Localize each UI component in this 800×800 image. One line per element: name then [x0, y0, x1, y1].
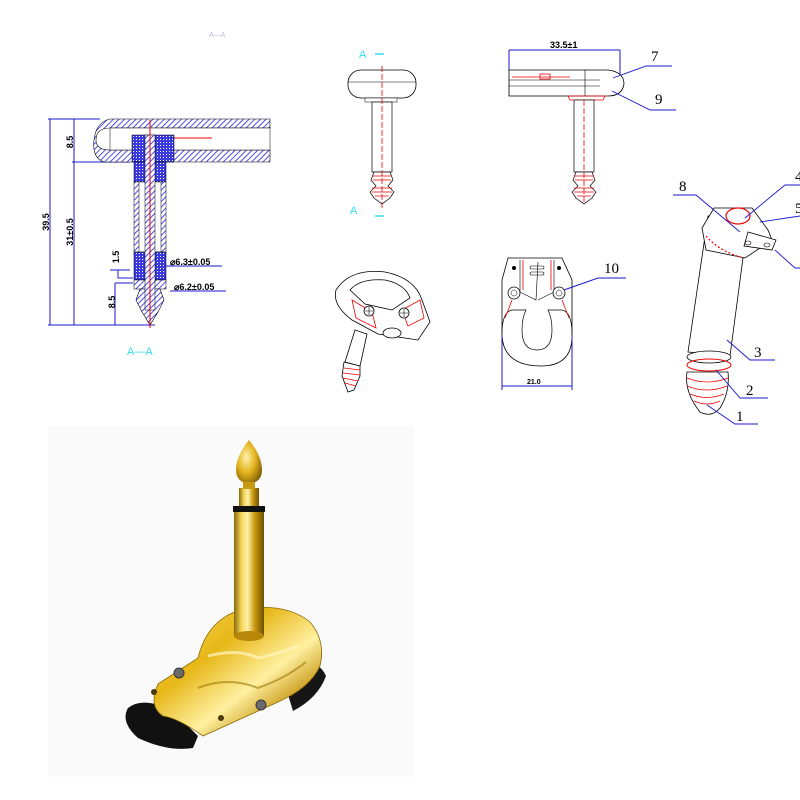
- dim-overall-height: 39.5: [41, 213, 51, 231]
- section-dimension-lines: [48, 118, 226, 326]
- plug-ring: [239, 488, 259, 506]
- exploded-tab-part-6: [743, 231, 777, 251]
- side-housing: [508, 69, 625, 97]
- callout-3: 3: [754, 345, 762, 361]
- plug-shaft: [234, 520, 264, 636]
- isometric-bottom-view: [334, 271, 431, 393]
- dim-bottom-width: 21.0: [527, 379, 541, 386]
- dim-shaft-length: 31±0.5: [65, 218, 75, 245]
- product-photo: [48, 426, 414, 777]
- section-label: A—A: [127, 346, 153, 358]
- callout-5: 5: [795, 201, 800, 217]
- screw-top-left: [173, 667, 185, 679]
- section-marker-top: A: [359, 49, 367, 61]
- exploded-leader-lines: [673, 184, 800, 425]
- plug-black-base: [125, 702, 198, 749]
- callout-8: 8: [679, 179, 687, 195]
- dim-side-width: 33.5±1: [550, 40, 577, 50]
- callout-9: 9: [655, 92, 663, 108]
- dim-sleeve-gap: 1.5: [111, 251, 121, 264]
- screw-right: [552, 286, 566, 300]
- plug-tip: [236, 440, 262, 484]
- callout-7: 7: [651, 49, 659, 65]
- callout-10: 10: [604, 261, 619, 277]
- dim-diameter-sleeve: ⌀6.3±0.05: [170, 257, 210, 267]
- screw-bottom-right: [255, 699, 267, 711]
- front-view: A A: [347, 49, 417, 217]
- side-view: 33.5±1 7 9: [508, 40, 676, 205]
- iso-tip: [341, 361, 361, 393]
- exploded-tip-part-1: [686, 371, 729, 415]
- exploded-isometric-view: 8 4 5 6 3 2 1: [673, 169, 800, 425]
- header-fragment: A—A: [209, 32, 226, 39]
- callout-2: 2: [746, 383, 754, 399]
- plug-insulator-ring: [233, 506, 265, 512]
- rivet-left: [151, 689, 157, 695]
- section-marker-bottom: A: [350, 205, 358, 217]
- iso-shaft: [344, 329, 368, 367]
- gold-jack-plug-image: [125, 440, 326, 749]
- section-view-a-a: 39.5 8.5 31±0.5 1.5 8.5 ⌀6.3±0.05 ⌀6.2±0…: [41, 118, 271, 358]
- dim-tip-length: 8.5: [107, 296, 117, 309]
- front-shaft: [371, 101, 393, 173]
- callout-1: 1: [736, 409, 744, 425]
- exploded-cap-part-4: [725, 207, 751, 225]
- rivet-bottom: [218, 715, 224, 721]
- dim-diameter-ring: ⌀6.2±0.05: [174, 282, 214, 292]
- screw-left: [507, 286, 521, 300]
- callout-4: 4: [795, 169, 800, 185]
- bottom-view: 21.0 10: [501, 257, 626, 390]
- dim-head-height: 8.5: [65, 136, 75, 149]
